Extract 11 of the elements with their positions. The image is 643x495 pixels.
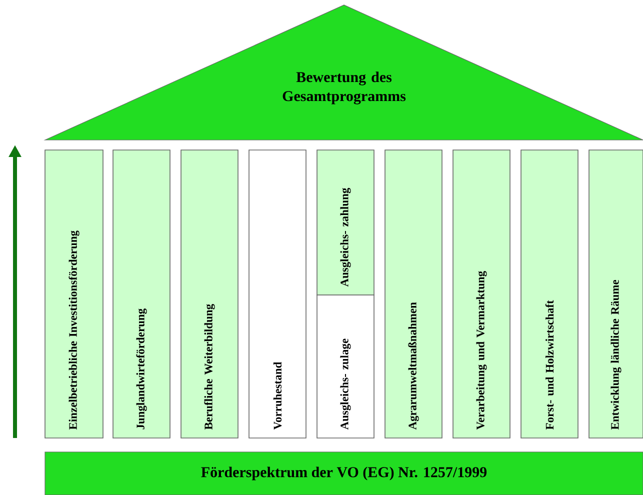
pillar-box: Verarbeitung und Vermarktung <box>452 150 510 438</box>
pillar-box: Berufliche Weiterbildung <box>180 150 238 438</box>
pillar-box: Junglandwirteförderung <box>112 150 170 438</box>
pillar-box: Forst- und Holzwirtschaft <box>520 150 578 438</box>
pillar-box: Vorruhestand <box>248 150 306 438</box>
pillar-box: Entwicklung ländliche Räume <box>588 150 643 438</box>
base-bar: Förderspektrum der VO (EG) Nr. 1257/1999 <box>44 452 643 495</box>
pillar-box: Ausgleichs- zahlung <box>316 150 374 296</box>
pillar-box: Agrarumweltmaßnahmen <box>384 150 442 438</box>
pillar-box: Einzelbetriebliche Investitionsförderung <box>44 150 104 438</box>
pillar-box: Ausgleichs- zulage <box>316 294 374 438</box>
